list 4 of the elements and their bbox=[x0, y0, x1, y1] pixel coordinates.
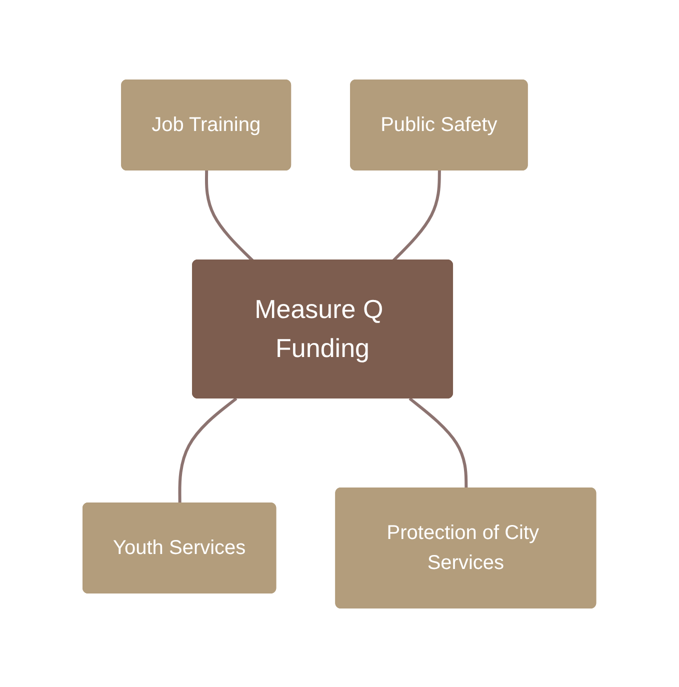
connector bbox=[178, 396, 238, 504]
connector bbox=[408, 396, 468, 488]
connector bbox=[205, 170, 254, 262]
connector bbox=[392, 170, 442, 262]
